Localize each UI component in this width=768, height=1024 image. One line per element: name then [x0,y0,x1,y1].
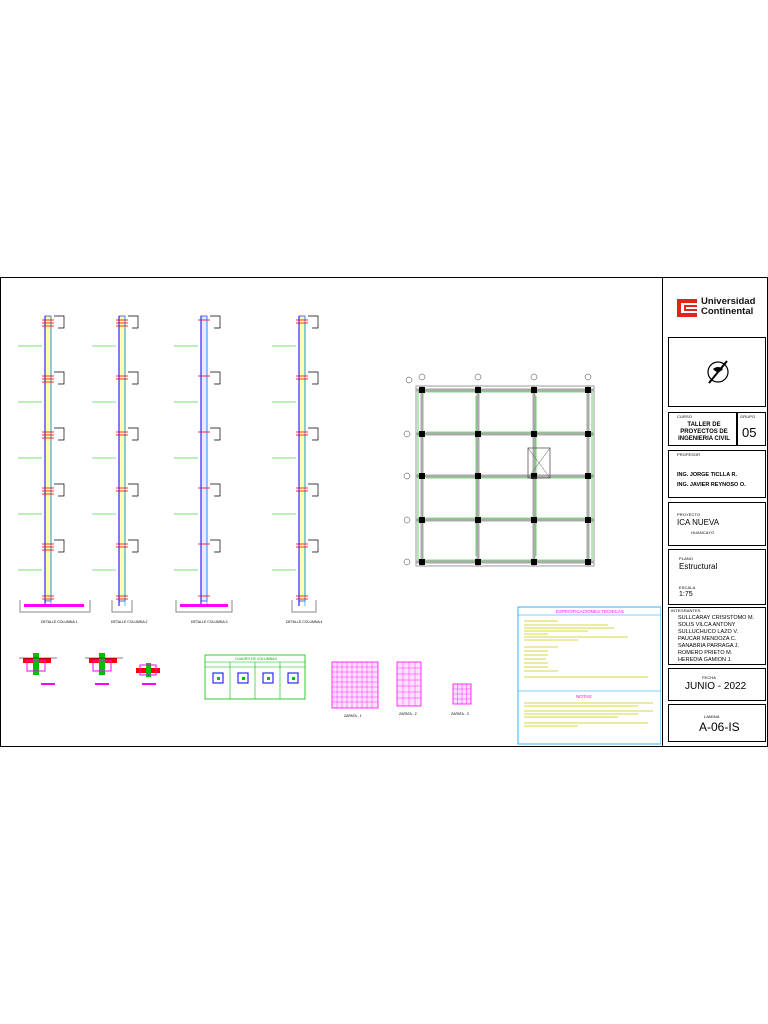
professor-1: ING. JORGE TICLLA R. [677,472,737,478]
project-location: HUANCAYO [691,530,715,535]
date-label: FECHA [702,675,717,680]
professor-box: PROFESOR ING. JORGE TICLLA R. ING. JAVIE… [668,450,766,498]
group-label: GRUPO [740,414,756,419]
course-value: TALLER DE PROYECTOS DE INGENIERIA CIVIL [678,422,730,442]
column-table: CUADRO DE COLUMNAS [204,654,306,700]
footing-grids: ZAPATA - 1 ZAPATA - 2 ZAPATA - 3 [331,661,472,718]
members-label: INTEGRANTES [671,608,701,613]
riser-2 [92,315,139,613]
date-value: JUNIO - 2022 [685,681,747,692]
scale-value: 1:75 [679,591,693,598]
member-3: SULLUCHUCO LAZO V. [678,629,739,635]
members-box: INTEGRANTES SULLCARAY CRISISTOMO M. SOLI… [668,607,766,665]
scale-label: ESCALA [679,585,696,590]
member-1: SULLCARAY CRISISTOMO M. [678,615,755,621]
member-2: SOLIS VILCA ANTONY [678,622,736,628]
date-box: FECHA JUNIO - 2022 [668,668,766,701]
riser-caption-2: DETALLE COLUMNA 2 [111,620,148,624]
specs-title: ESPECIFICACIONES TECNICAS [556,609,624,614]
professor-label: PROFESOR [677,452,701,457]
riser-caption-3: DETALLE COLUMNA 3 [191,620,228,624]
university-logo-icon [677,299,697,317]
column-table-title: CUADRO DE COLUMNAS [235,657,277,661]
riser-caption-4: DETALLE COLUMNA 4 [286,620,323,624]
group-box: GRUPO 05 [737,412,766,446]
university-name-line1: Universidad [701,296,756,307]
sheet-box: LAMINA A-06-IS [668,704,766,742]
university-name-line2: Continental [701,306,754,317]
member-4: PAUCAR MENDOZA C. [678,636,737,642]
section-details [19,653,160,685]
drawing-area: DETALLE COLUMNA 1 DETALLE COLUMNA 2 DETA… [18,315,661,745]
member-5: SANABRIA PARRAGA J. [678,643,740,649]
grid-caption-2: ZAPATA - 2 [399,712,417,716]
member-7: HEREDIA GAMION J. [678,657,732,663]
course-box: CURSO TALLER DE PROYECTOS DE INGENIERIA … [668,412,737,446]
emblem-box [668,337,766,407]
riser-caption-1: DETALLE COLUMNA 1 [41,620,78,624]
grid-caption-1: ZAPATA - 1 [344,714,362,718]
compass-emblem-icon [707,360,729,384]
specifications-box: ESPECIFICACIONES TECNICAS NOTAS: [517,606,661,745]
professor-2: ING. JAVIER REYNOSO O. [677,482,746,488]
drawing-sheet: DETALLE COLUMNA 1 DETALLE COLUMNA 2 DETA… [0,277,768,747]
sheet-label: LAMINA [704,714,720,719]
plan-box: PLANO Estructural ESCALA 1:75 [668,549,766,605]
project-label: PROYECTO [677,512,701,517]
riser-1 [18,315,91,613]
riser-4 [272,315,319,613]
grid-caption-3: ZAPATA - 3 [451,712,469,716]
notes-title: NOTAS: [576,694,592,699]
title-block: Universidad Continental CURSO TALLER DE … [662,277,768,746]
sheet-value: A-06-IS [699,720,740,734]
plan-label: PLANO [679,556,694,561]
riser-3 [174,315,233,613]
plan-value: Estructural [679,562,718,571]
floor-plan [403,373,595,567]
group-value: 05 [742,425,757,440]
member-6: ROMERO PRIETO M. [678,650,733,656]
members-list: SULLCARAY CRISISTOMO M. SOLIS VILCA ANTO… [678,615,754,664]
project-value: ICA NUEVA [677,518,720,527]
project-box: PROYECTO ICA NUEVA HUANCAYO [668,502,766,546]
course-label: CURSO [677,414,692,419]
university-name: Universidad Continental [701,297,755,317]
